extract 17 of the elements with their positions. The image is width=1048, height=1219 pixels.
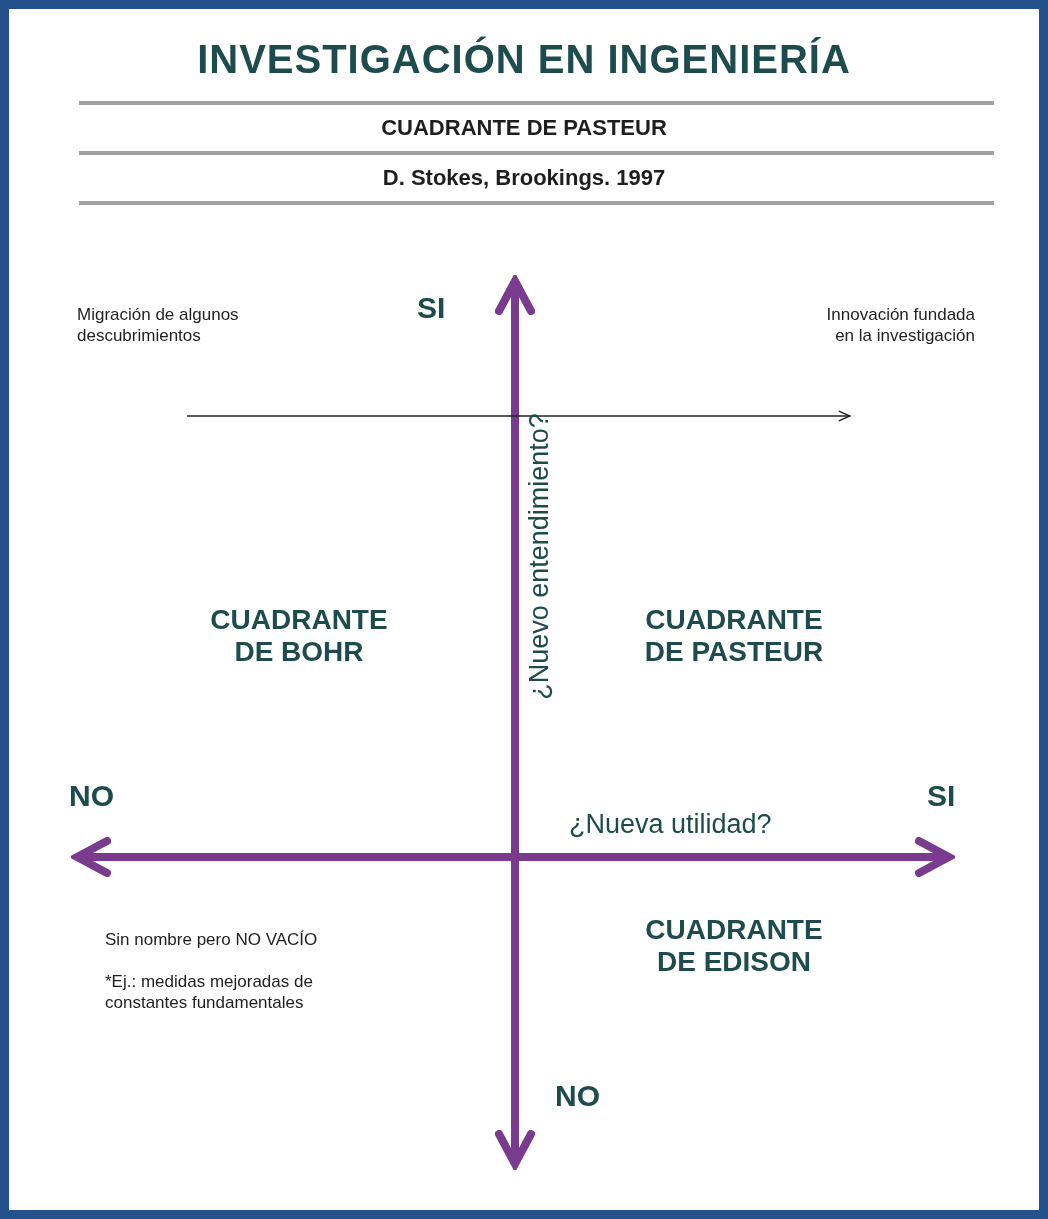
title: INVESTIGACIÓN EN INGENIERÍA xyxy=(196,37,852,82)
axis-label: ¿Nuevo entendimiento? xyxy=(523,412,555,702)
annotation-text: Innovación fundada en la investigación xyxy=(809,304,975,346)
axis-end-label: SI xyxy=(417,291,446,325)
axis-end-label: NO xyxy=(555,1079,600,1113)
subtitle: CUADRANTE DE PASTEUR xyxy=(380,115,668,141)
quadrant-label: CUADRANTE DE EDISON xyxy=(644,914,824,978)
axis-end-label: SI xyxy=(927,779,956,813)
arrow xyxy=(186,410,851,422)
quadrant-label: CUADRANTE DE BOHR xyxy=(209,604,389,668)
axis-end-label: NO xyxy=(69,779,114,813)
note-text: Sin nombre pero NO VACÍO xyxy=(105,929,318,950)
quadrant-label: CUADRANTE DE PASTEUR xyxy=(643,604,825,668)
citation: D. Stokes, Brookings. 1997 xyxy=(381,165,667,191)
axis-label: ¿Nueva utilidad? xyxy=(569,809,772,840)
annotation-text: Migración de algunos descubrimientos xyxy=(77,304,307,346)
note-text: *Ej.: medidas mejoradas de constantes fundamentales xyxy=(105,971,314,1013)
